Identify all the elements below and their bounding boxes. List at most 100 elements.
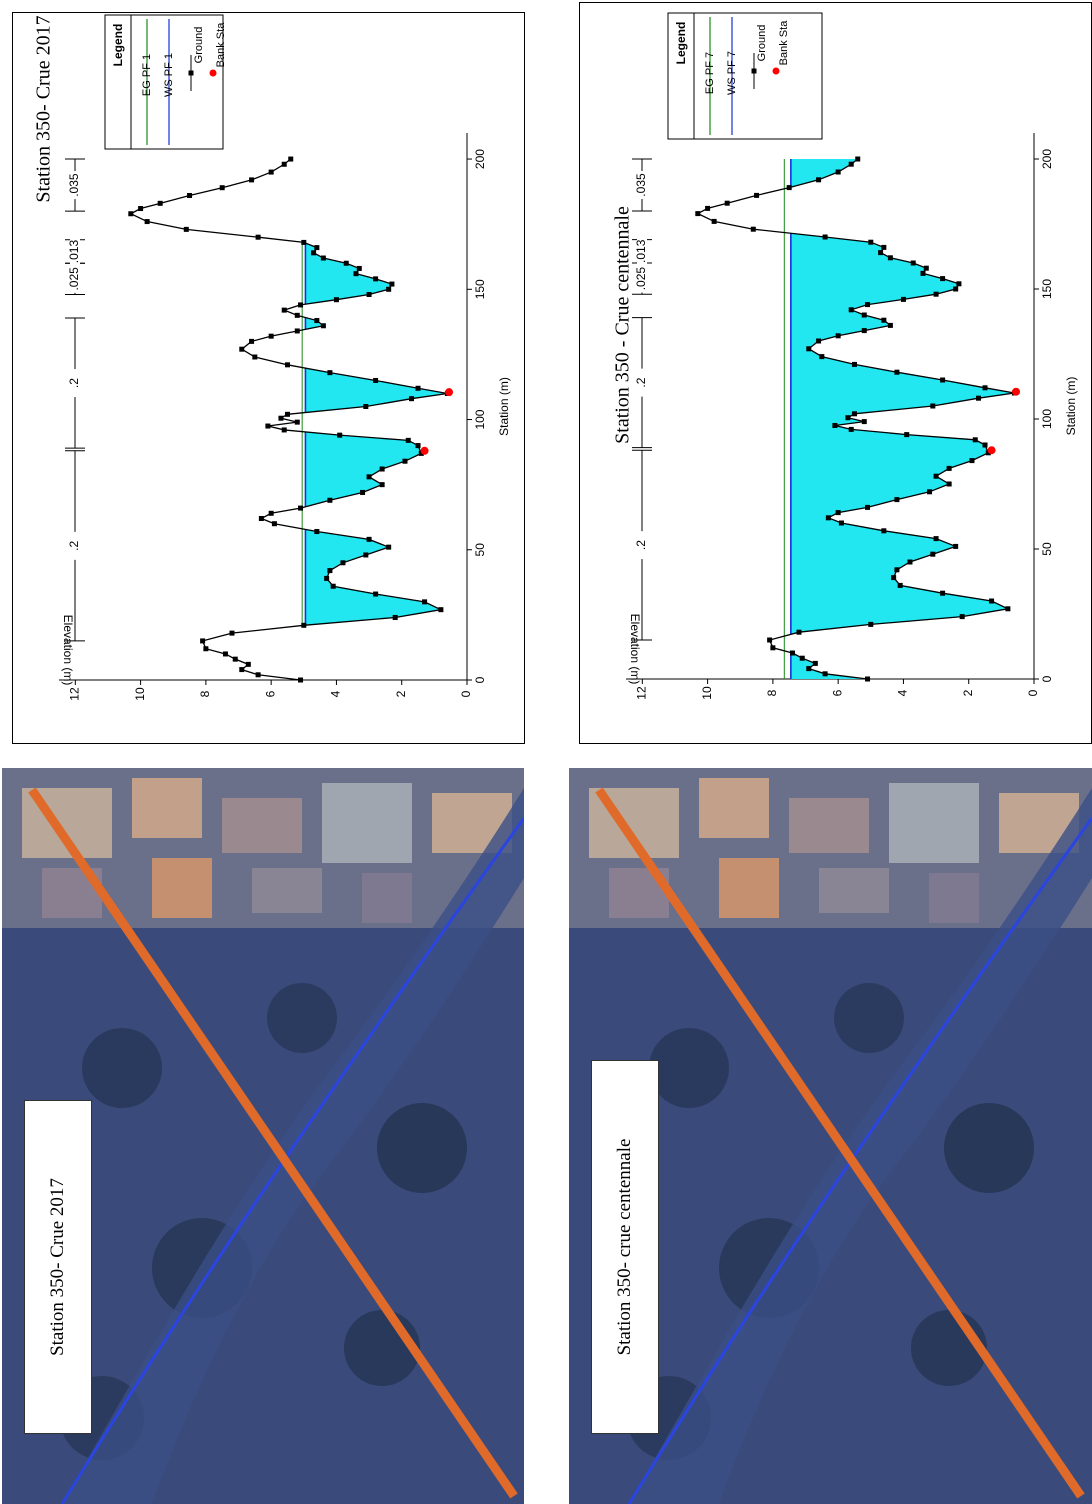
ground-point [767, 637, 773, 643]
ground-point [366, 291, 372, 297]
x-tick-label: 50 [1040, 542, 1054, 556]
ground-point [418, 450, 424, 456]
manning-label-bg [70, 171, 80, 200]
ground-point [868, 621, 874, 627]
ground-point [861, 328, 867, 334]
manning-label: .2 [634, 540, 648, 550]
ground-point [386, 286, 392, 292]
ground-point [956, 281, 962, 287]
ground-point [845, 415, 851, 421]
x-tick-label: 200 [473, 149, 487, 169]
aerial-imagery [2, 768, 524, 1504]
ground-point [298, 677, 304, 683]
y-tick-label: 4 [329, 690, 343, 697]
ground-point [200, 638, 206, 644]
ground-point [881, 528, 887, 534]
y-tick-label: 8 [765, 689, 779, 696]
ground-point [953, 543, 959, 549]
ground-point [985, 450, 991, 456]
ground-point [806, 666, 812, 672]
ground-point [438, 607, 444, 613]
manning-label-bg [637, 171, 647, 199]
y-tick-label: 4 [896, 689, 910, 696]
water-area-0 [305, 529, 441, 626]
ground-point [314, 529, 320, 535]
ground-point [816, 177, 822, 183]
ground-point [294, 419, 300, 425]
ground-point [284, 362, 290, 368]
ground-point [933, 473, 939, 479]
ground-point [972, 437, 978, 443]
manning-label-bg [637, 531, 647, 560]
ground-point [832, 423, 838, 428]
x-tick-label: 0 [473, 676, 487, 683]
ground-point [402, 458, 408, 464]
ground-point [989, 598, 995, 604]
ground-point [786, 185, 792, 191]
ground-point [861, 419, 867, 425]
ground-point [366, 536, 372, 542]
ground-point [969, 458, 975, 464]
ground-point [930, 551, 936, 557]
x-axis-label: Station (m) [497, 377, 511, 436]
ground-point [894, 497, 900, 503]
manning-label: .025 [67, 267, 81, 291]
water-area-2 [790, 159, 858, 188]
ground-line [696, 158, 1015, 680]
ground-point [838, 520, 844, 526]
ground-point [887, 255, 893, 261]
manning-label-bg [637, 237, 647, 266]
ground-point [249, 177, 255, 183]
legend-label: WS PF 1 [163, 53, 175, 97]
ground-point [930, 403, 936, 409]
ground-point [415, 385, 421, 391]
aerial-map-top: Station 350- Crue 2017 [2, 768, 524, 1504]
aerial-map-bottom: Station 350- crue centennale [569, 768, 1092, 1504]
x-tick-label: 150 [1040, 279, 1054, 299]
ground-point [294, 328, 300, 334]
manning-label-bg [637, 264, 647, 293]
ground-point [868, 239, 874, 245]
ground-point [314, 318, 320, 324]
ground-point [910, 260, 916, 266]
manning-label: .025 [634, 267, 648, 291]
legend-label: Bank Sta [778, 20, 790, 66]
manning-label: .013 [634, 239, 648, 263]
manning-label: .2 [67, 378, 81, 388]
ground-point [695, 211, 701, 217]
ground-point [330, 583, 336, 589]
ground-point [806, 346, 812, 352]
ground-point [855, 156, 861, 162]
ground-point [865, 504, 871, 510]
ground-point [891, 575, 897, 581]
ground-point [920, 270, 926, 276]
ground-point [959, 614, 965, 620]
ground-point [356, 265, 362, 271]
ground-point [422, 599, 428, 605]
ground-point [298, 302, 304, 308]
ground-point [232, 656, 238, 662]
ground-point [249, 338, 255, 344]
ground-point [816, 338, 822, 344]
ground-point [851, 411, 857, 417]
manning-label: .013 [67, 240, 81, 264]
ground-point [314, 245, 320, 251]
ground-point [848, 307, 854, 313]
y-tick-label: 6 [263, 690, 277, 697]
ground-point [865, 676, 871, 682]
ground-point [268, 333, 274, 339]
manning-label: .035 [634, 173, 648, 197]
ground-point [796, 629, 802, 635]
ground-point [281, 307, 287, 313]
ground-point [327, 568, 333, 574]
ground-point [281, 427, 287, 433]
ground-point [366, 474, 372, 480]
ground-point [281, 161, 287, 167]
legend-label: Bank Sta [215, 22, 227, 68]
ground-point [1005, 606, 1011, 612]
legend-label: WS PF 7 [726, 51, 738, 95]
ground-point [255, 672, 261, 678]
ground-point [848, 426, 854, 432]
ground-point [770, 645, 776, 651]
